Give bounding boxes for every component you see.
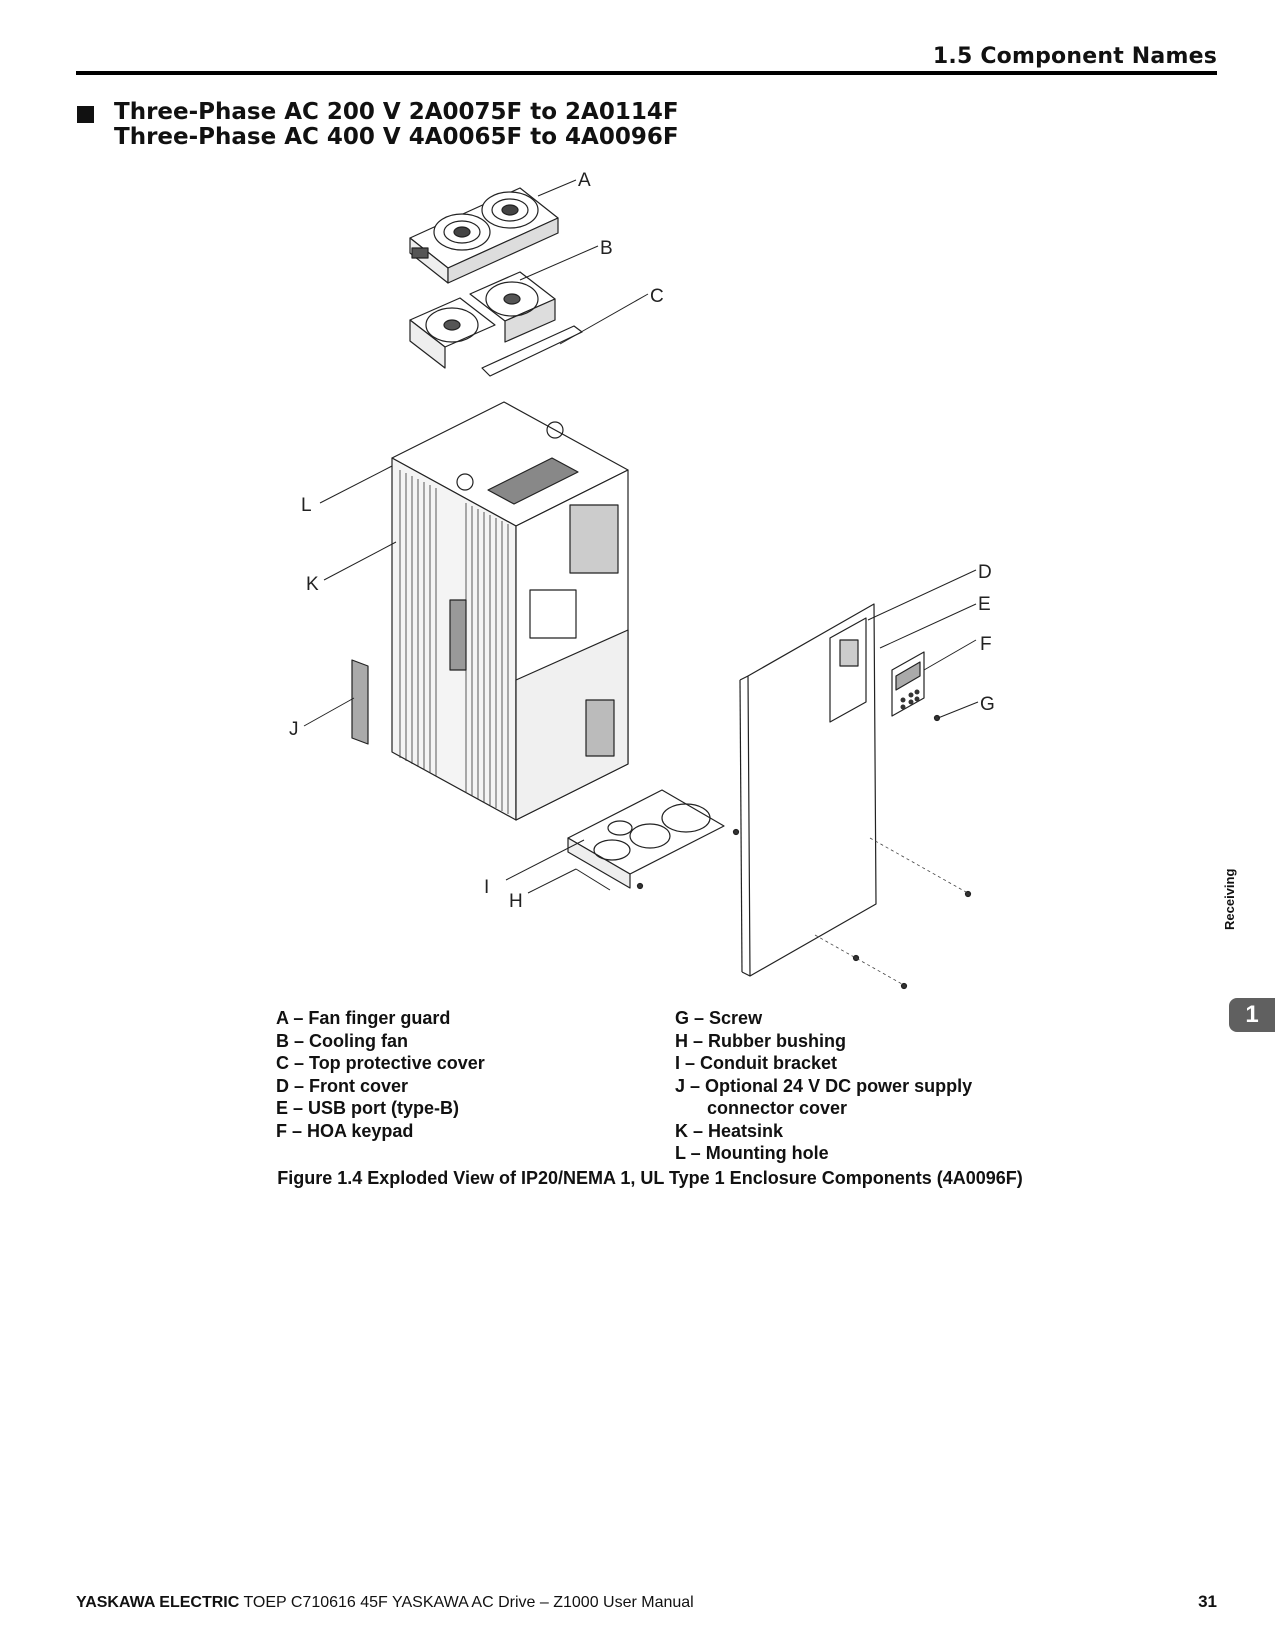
callout-d: D xyxy=(978,562,992,583)
hoa-keypad-drawing xyxy=(891,651,925,717)
legend-item-e: E – USB port (type-B) xyxy=(276,1098,460,1118)
callout-a: A xyxy=(578,170,591,191)
callout-k: K xyxy=(306,574,319,595)
legend-item-d: D – Front cover xyxy=(276,1076,409,1096)
legend-item-h: H – Rubber bushing xyxy=(675,1031,847,1051)
screws-drawing xyxy=(636,714,972,990)
side-tab-label: Receiving xyxy=(1222,868,1237,930)
exploded-view-illustration: A B C D E F G H I J K L xyxy=(289,170,995,990)
page-number: 31 xyxy=(1198,1592,1217,1611)
callout-e: E xyxy=(978,594,991,615)
legend-item-b: B – Cooling fan xyxy=(276,1031,409,1051)
callout-h: H xyxy=(509,891,523,912)
front-cover-drawing xyxy=(739,603,877,977)
header-rule xyxy=(76,71,1217,75)
figure-caption: Figure 1.4 Exploded View of IP20/NEMA 1,… xyxy=(277,1168,1023,1188)
footer-document-info: YASKAWA ELECTRIC TOEP C710616 45F YASKAW… xyxy=(76,1594,694,1612)
connector-cover-drawing xyxy=(351,659,369,745)
callout-b: B xyxy=(600,238,613,259)
callout-c: C xyxy=(650,286,664,307)
legend-item-g: G – Screw xyxy=(675,1008,763,1028)
cooling-fan-drawing xyxy=(409,271,556,369)
footer-doc-title: TOEP C710616 45F YASKAWA AC Drive – Z100… xyxy=(239,1594,694,1611)
fan-finger-guard-drawing xyxy=(409,187,559,284)
drive-body-drawing xyxy=(391,401,629,821)
legend-item-i: I – Conduit bracket xyxy=(675,1053,838,1073)
conduit-bracket-drawing xyxy=(567,789,725,889)
section-header: 1.5 Component Names xyxy=(932,44,1217,69)
legend-item-a: A – Fan finger guard xyxy=(276,1008,451,1028)
legend-item-l: L – Mounting hole xyxy=(675,1143,829,1163)
callout-j: J xyxy=(289,719,299,740)
legend-item-j-continued: connector cover xyxy=(707,1098,848,1118)
chapter-number-tab: 1 xyxy=(1229,998,1275,1032)
footer-brand: YASKAWA ELECTRIC xyxy=(76,1594,240,1611)
callout-l: L xyxy=(301,495,312,516)
legend-item-f: F – HOA keypad xyxy=(276,1121,414,1141)
callout-f: F xyxy=(980,634,992,655)
heading-line-2: Three-Phase AC 400 V 4A0065F to 4A0096F xyxy=(114,124,679,150)
legend-item-c: C – Top protective cover xyxy=(276,1053,485,1073)
heading-bullet-icon xyxy=(77,106,94,123)
top-protective-cover-drawing xyxy=(481,325,583,377)
callout-i: I xyxy=(484,877,489,898)
legend-item-k: K – Heatsink xyxy=(675,1121,784,1141)
callout-g: G xyxy=(980,694,995,715)
legend-item-j: J – Optional 24 V DC power supply xyxy=(675,1076,973,1096)
heading-line-1: Three-Phase AC 200 V 2A0075F to 2A0114F xyxy=(114,99,679,125)
